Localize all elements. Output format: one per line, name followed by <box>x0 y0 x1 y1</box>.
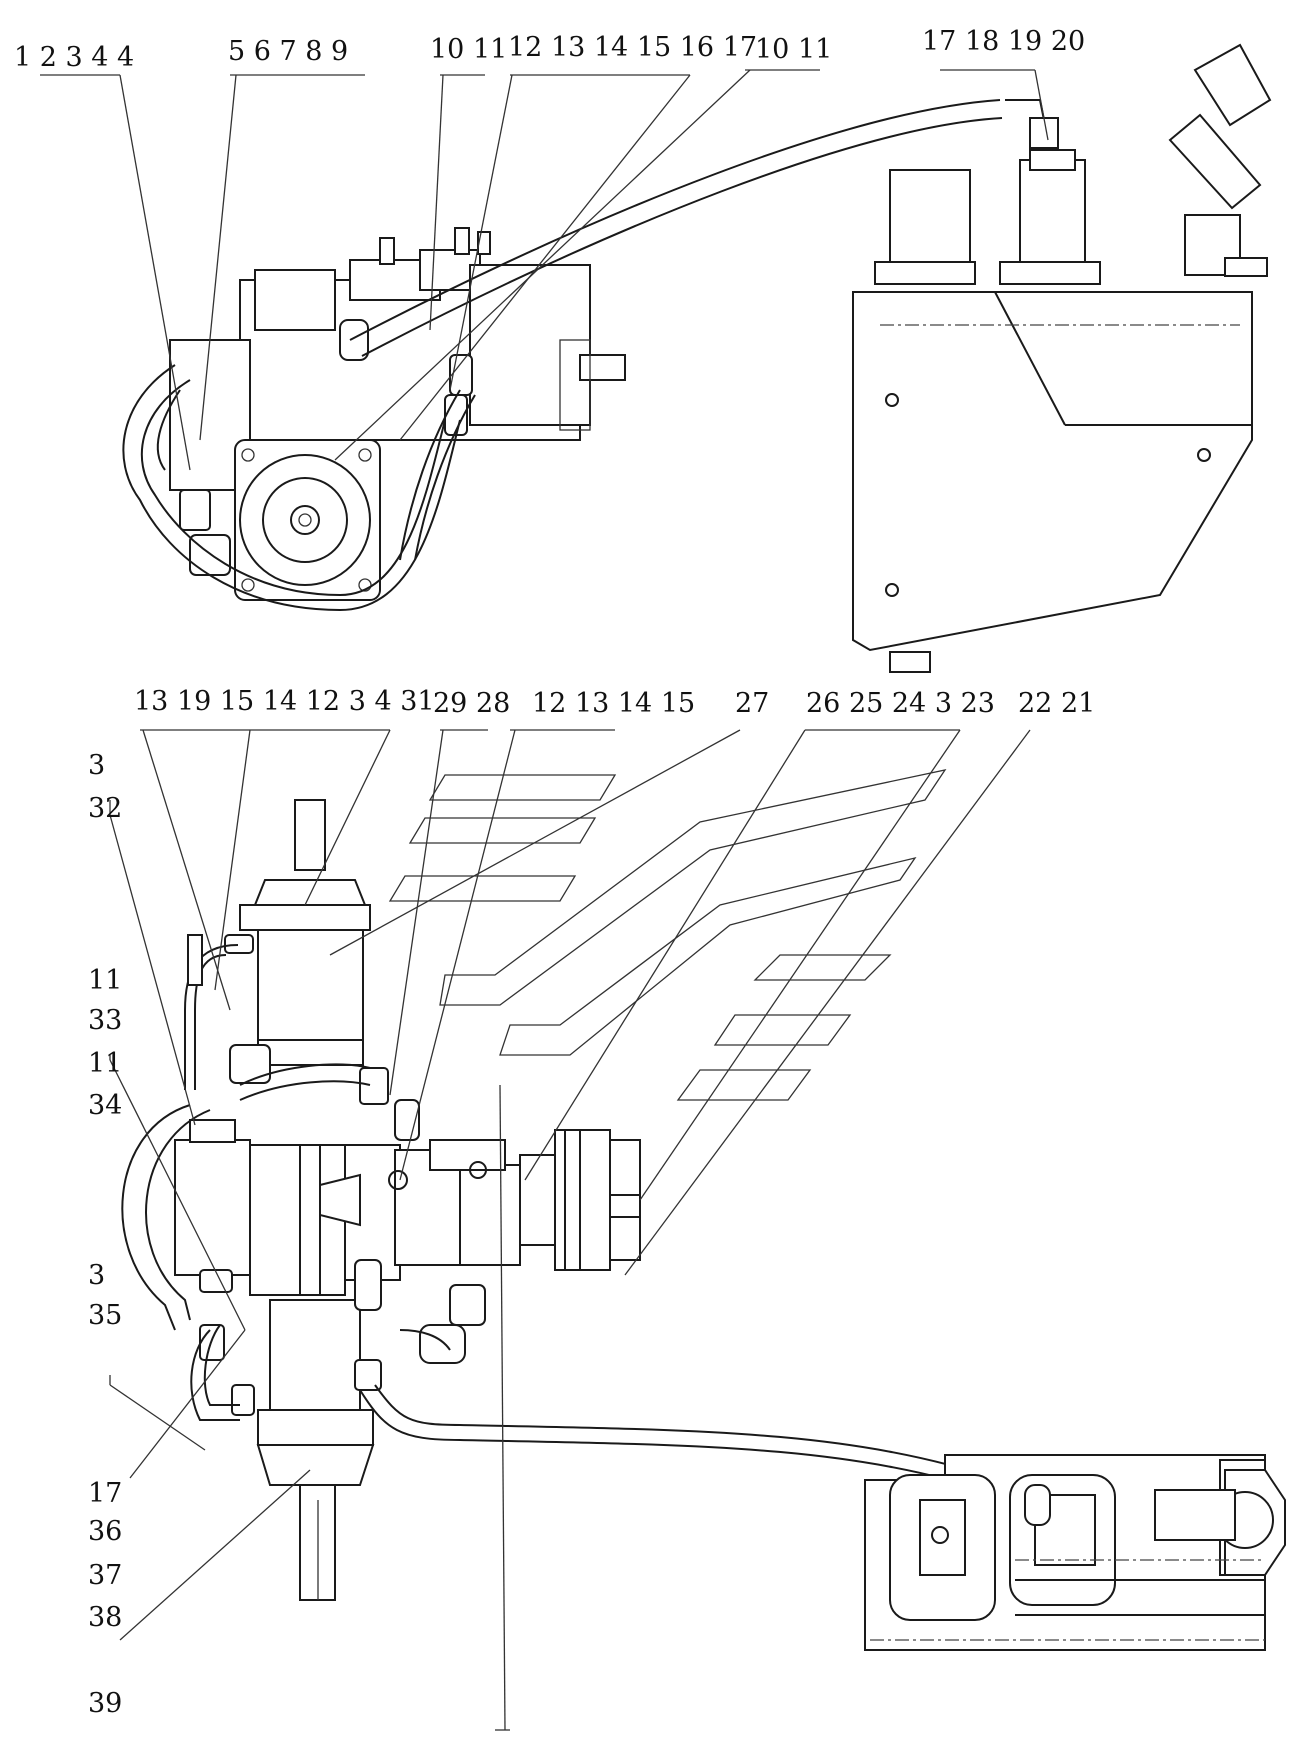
callout-side-3: 11 <box>88 965 123 996</box>
callout-upper-6: 17 18 19 20 <box>922 26 1086 57</box>
callout-upper-2: 5 6 7 8 9 <box>228 36 349 67</box>
callout-side-11: 37 <box>88 1560 123 1591</box>
callout-lower-1: 13 19 15 14 12 3 4 31 <box>134 686 435 717</box>
callout-upper-5: 10 11 <box>755 34 833 65</box>
leader-lines <box>40 69 1049 1731</box>
lower-pump-assembly <box>121 799 1051 1601</box>
callout-side-4: 33 <box>88 1005 123 1036</box>
callout-side-7: 3 <box>88 1260 106 1291</box>
callout-side-10: 36 <box>88 1516 123 1547</box>
callout-upper-4: 12 13 14 15 16 17 <box>508 32 758 63</box>
callout-side-5: 11 <box>88 1048 123 1079</box>
lower-tank <box>864 1454 1286 1651</box>
callout-side-1: 3 <box>88 750 106 781</box>
callout-lower-4: 27 <box>735 688 770 719</box>
callout-side-8: 35 <box>88 1300 123 1331</box>
callout-side-6: 34 <box>88 1090 123 1121</box>
callout-side-9: 17 <box>88 1478 123 1509</box>
callout-side-12: 38 <box>88 1602 123 1633</box>
upper-pump-assembly <box>122 99 1003 612</box>
callout-lower-6: 22 21 <box>1018 688 1096 719</box>
callout-lower-5: 26 25 24 3 23 <box>806 688 995 719</box>
callout-upper-1: 1 2 3 4 4 <box>14 42 135 73</box>
callout-side-2: 32 <box>88 793 123 824</box>
callout-side-13: 39 <box>88 1688 123 1719</box>
upper-tank <box>852 43 1272 673</box>
leader-chevrons <box>388 769 947 1101</box>
callout-upper-3: 10 11 <box>430 34 508 65</box>
callout-lower-3: 12 13 14 15 <box>532 688 696 719</box>
callout-lower-2: 29 28 <box>433 688 511 719</box>
